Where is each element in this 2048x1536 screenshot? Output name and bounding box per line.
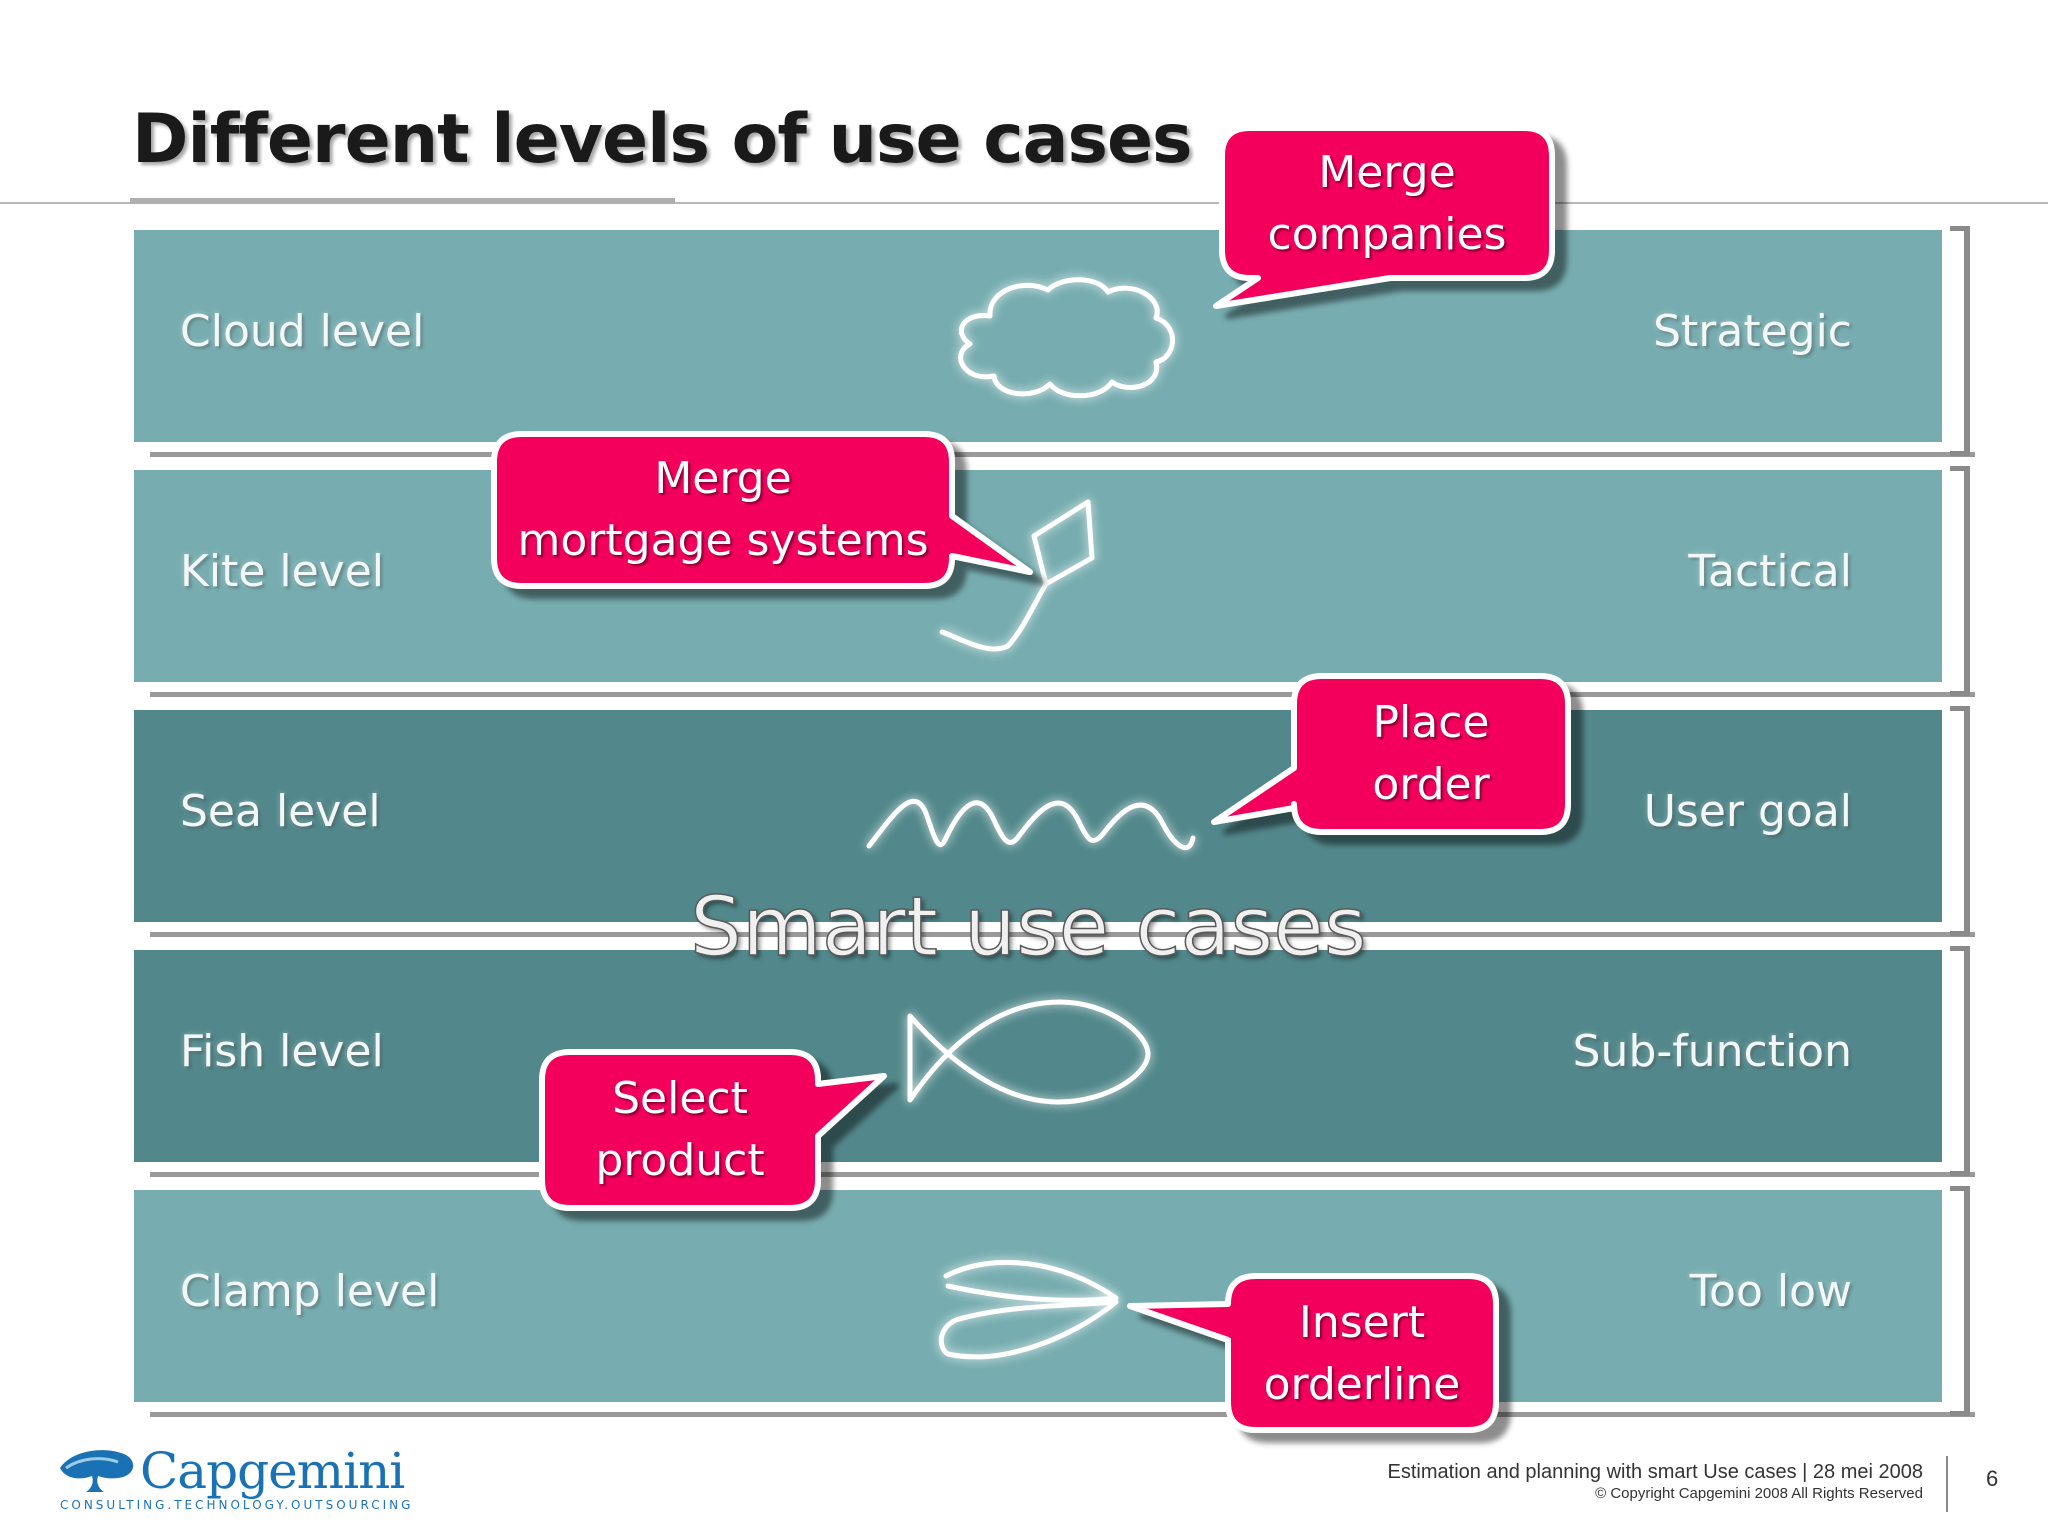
- band-goal: Sub-function: [1572, 1026, 1852, 1077]
- page-number: 6: [1986, 1466, 1999, 1491]
- band-label: Fish level: [180, 1026, 384, 1077]
- capgemini-logo: Capgemini CONSULTING.TECHNOLOGY.OUTSOURC…: [58, 1442, 410, 1512]
- cloud-icon: [958, 277, 1175, 399]
- presentation-title: Estimation and planning with smart Use c…: [1387, 1461, 1923, 1483]
- smart-use-cases-label: Smart use cases: [689, 879, 1367, 976]
- brand-name: Capgemini: [140, 1442, 405, 1500]
- band-fish-level: Fish level Sub-function: [134, 950, 1942, 1162]
- footer-text: Estimation and planning with smart Use c…: [1388, 1460, 1923, 1504]
- band-clamp-level: Clamp level Too low: [134, 1190, 1942, 1402]
- band-shadow: [150, 692, 1975, 697]
- footer-divider: [1946, 1456, 1948, 1512]
- band-cloud-level: Cloud level Strategic: [134, 230, 1942, 442]
- callout-text: Place order: [1372, 697, 1490, 810]
- clamp-icon: [938, 1259, 1119, 1360]
- band-goal: Too low: [1689, 1266, 1852, 1317]
- callout-text: Merge companies: [1267, 147, 1507, 260]
- spade-logo-icon: [60, 1450, 134, 1492]
- wave-icon: [866, 798, 1196, 851]
- band-label: Cloud level: [180, 306, 425, 357]
- band-shadow: [150, 1172, 1975, 1177]
- band-goal: Strategic: [1653, 306, 1852, 357]
- callout-text: Insert orderline: [1263, 1297, 1461, 1410]
- band-shadow: [150, 932, 1975, 937]
- band-label: Kite level: [180, 546, 385, 597]
- band-goal: Tactical: [1688, 546, 1852, 597]
- callout-text: Merge mortgage systems: [517, 453, 929, 566]
- band-label: Sea level: [180, 786, 381, 837]
- band-sea-level: Sea level User goal: [134, 710, 1942, 922]
- callout-text: Select product: [595, 1073, 765, 1186]
- band-edge: [1950, 1186, 1970, 1416]
- band-edge: [1950, 466, 1970, 696]
- copyright-notice: © Copyright Capgemini 2008 All Rights Re…: [1595, 1485, 1923, 1502]
- band-label: Clamp level: [180, 1266, 440, 1317]
- title-rule: [0, 202, 2048, 204]
- band-goal: User goal: [1643, 786, 1852, 837]
- title-underline: [130, 198, 675, 204]
- band-edge: [1950, 226, 1970, 456]
- band-shadow: [150, 1412, 1975, 1417]
- slide-title: Different levels of use cases: [132, 100, 1193, 179]
- band-edge: [1950, 946, 1970, 1176]
- kite-icon: [939, 499, 1095, 652]
- fish-icon: [907, 999, 1151, 1105]
- band-kite-level: Kite level Tactical: [134, 470, 1942, 682]
- brand-tagline: CONSULTING.TECHNOLOGY.OUTSOURCING: [60, 1498, 414, 1512]
- band-edge: [1950, 706, 1970, 936]
- band-shadow: [150, 452, 1975, 457]
